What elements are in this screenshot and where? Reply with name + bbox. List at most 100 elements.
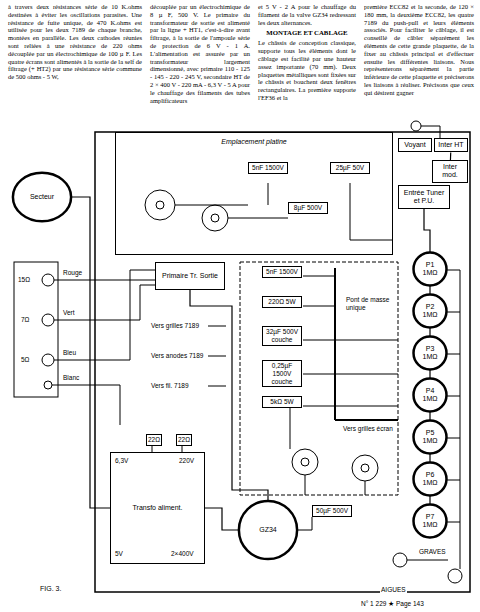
part-label: 5Ω bbox=[20, 356, 30, 364]
wire bbox=[54, 285, 155, 320]
terminal-screw bbox=[42, 354, 54, 366]
component-value: 22Ω bbox=[176, 434, 192, 446]
component-value: 50µF 500V bbox=[312, 505, 352, 517]
section-heading: MONTAGE ET CABLAGE bbox=[258, 28, 356, 37]
chassis-outline bbox=[95, 132, 470, 592]
node-text: Inter mod. bbox=[436, 163, 464, 180]
part-label: Pont de masse unique bbox=[345, 296, 395, 312]
control-circle: P31MΩ bbox=[413, 336, 447, 370]
wire-connector bbox=[429, 370, 430, 378]
part-label: Bleu bbox=[62, 349, 77, 357]
wire bbox=[54, 280, 155, 281]
node-text: P2 bbox=[426, 303, 435, 311]
part-label: N° 1 229 ★ Page 143 bbox=[360, 600, 425, 608]
article-text: à travers deux résistances série de 10 K… bbox=[8, 3, 142, 81]
node-text: 1MΩ bbox=[423, 437, 438, 445]
text-column: et 5 V - 2 A pour le chauffage du filame… bbox=[258, 3, 356, 103]
node-text: 1MΩ bbox=[423, 479, 438, 487]
node-text: Transfo aliment. bbox=[133, 504, 183, 512]
outline-ellipse bbox=[414, 421, 447, 454]
wire-connector bbox=[72, 197, 110, 508]
outline-ellipse bbox=[13, 173, 71, 222]
node-text: P1 bbox=[426, 261, 435, 269]
wire-connector bbox=[429, 412, 430, 420]
node-text: 1MΩ bbox=[423, 269, 438, 277]
ground-bus bbox=[335, 268, 398, 420]
article-text: découplée par un électrochimique de 8 µ … bbox=[150, 3, 250, 104]
leader-line bbox=[207, 326, 226, 386]
control-circle: P21MΩ bbox=[413, 294, 447, 328]
node-text: P4 bbox=[426, 387, 435, 395]
terminal-strip bbox=[14, 262, 58, 397]
outline-ellipse bbox=[414, 379, 447, 412]
part-label: Vers anodes 7189 bbox=[150, 352, 208, 360]
text-column: découplée par un électrochimique de 8 µ … bbox=[150, 3, 250, 105]
component-value: 8µF 500V bbox=[288, 202, 328, 214]
wire bbox=[52, 385, 120, 425]
tube-socket-center bbox=[211, 214, 219, 222]
node-text: 1MΩ bbox=[423, 311, 438, 319]
component-value: 5kΩ 5W bbox=[262, 396, 302, 408]
outline-ellipse bbox=[414, 253, 447, 286]
wire bbox=[447, 270, 460, 540]
node-text: Primaire Tr. Sortie bbox=[162, 272, 218, 280]
tube-socket-center bbox=[156, 201, 164, 209]
part-label: 7Ω bbox=[20, 316, 30, 324]
part-label: 5V bbox=[114, 550, 124, 558]
wire-connector bbox=[424, 209, 430, 252]
node-text: P7 bbox=[426, 513, 435, 521]
part-label: 6,3V bbox=[114, 457, 129, 465]
control-circle: P71MΩ bbox=[413, 504, 447, 538]
wire bbox=[54, 270, 155, 360]
part-label: Vers grilles écran bbox=[342, 425, 394, 433]
terminal-screw bbox=[42, 274, 54, 286]
wire bbox=[305, 475, 365, 495]
control-knob bbox=[448, 569, 462, 583]
wire bbox=[421, 126, 440, 138]
article-text: et 5 V - 2 A pour le chauffage du filame… bbox=[258, 3, 356, 26]
tube-socket-center bbox=[301, 458, 309, 466]
outline-ellipse bbox=[414, 295, 447, 328]
component-value: 0,25µF 1500V couche bbox=[262, 360, 302, 387]
part-label: 2×400V bbox=[170, 550, 195, 558]
wire bbox=[282, 406, 290, 449]
wire bbox=[407, 540, 460, 569]
part-box: Voyant bbox=[398, 138, 432, 152]
node-text: GZ34 bbox=[259, 526, 277, 534]
wire bbox=[298, 517, 312, 530]
outline-ellipse bbox=[414, 463, 447, 496]
article-text: Le châssis de conception classique, supp… bbox=[258, 39, 356, 101]
text-column: première ECC82 et la seconde, de 120 × 1… bbox=[364, 3, 474, 98]
text-column: à travers deux résistances série de 10 K… bbox=[8, 3, 142, 82]
tube-socket bbox=[202, 205, 228, 231]
node-text: Emplacement platine bbox=[219, 138, 288, 146]
terminal-screw bbox=[44, 381, 52, 389]
wire-connector bbox=[429, 454, 430, 462]
chassis-window: Emplacement platine bbox=[115, 132, 393, 255]
outline-ellipse bbox=[414, 505, 447, 538]
component-value: 22Ω bbox=[146, 434, 162, 446]
node-text: 1MΩ bbox=[423, 353, 438, 361]
terminal-screw bbox=[42, 314, 54, 326]
node-text: P6 bbox=[426, 471, 435, 479]
part-box: Entrée Tuner et P.U. bbox=[398, 185, 450, 209]
node-text: 1MΩ bbox=[423, 395, 438, 403]
part-box: Inter HT bbox=[434, 138, 468, 152]
part-label: 15Ω bbox=[17, 276, 31, 284]
component-value: 25µF 50V bbox=[330, 162, 370, 174]
node-text: P3 bbox=[426, 345, 435, 353]
node-text: Entrée Tuner et P.U. bbox=[402, 189, 446, 206]
figure-caption: FIG. 3. bbox=[40, 585, 61, 592]
article-text: première ECC82 et la seconde, de 120 × 1… bbox=[364, 3, 474, 97]
wire-connector bbox=[450, 152, 451, 160]
node-text: Inter HT bbox=[438, 141, 463, 149]
part-box: Inter mod. bbox=[432, 160, 468, 183]
mains-plug: Secteur bbox=[12, 172, 72, 222]
tube-socket bbox=[292, 449, 318, 475]
node-text: P5 bbox=[426, 429, 435, 437]
part-label: Vers grilles 7189 bbox=[150, 322, 208, 330]
control-knob bbox=[393, 553, 407, 567]
control-circle: P41MΩ bbox=[413, 378, 447, 412]
